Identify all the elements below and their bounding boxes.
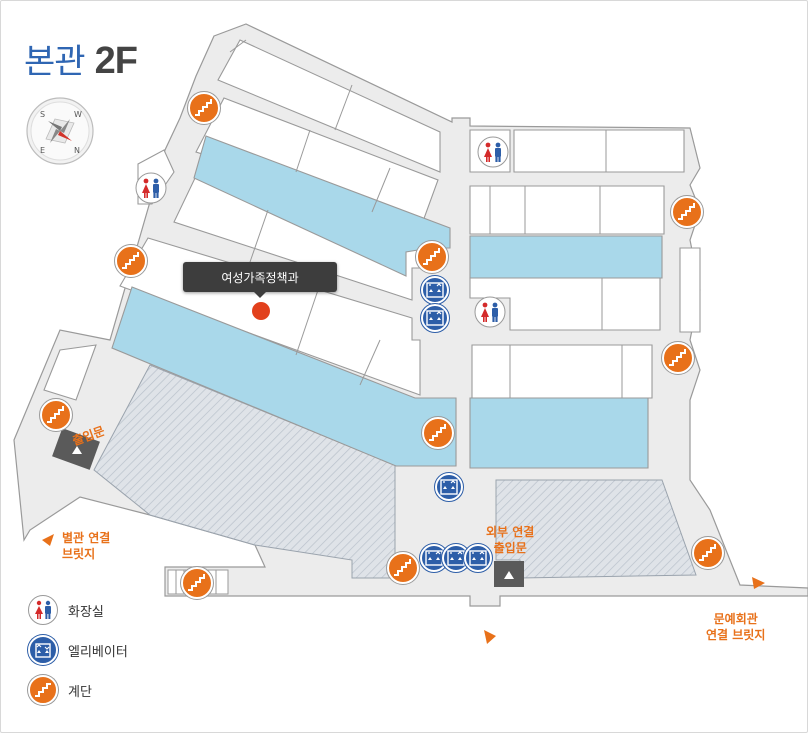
outer-entrance-label[interactable]: 외부 연결 출입문: [486, 524, 534, 556]
entrance-outer[interactable]: [494, 561, 524, 587]
stairs-icon[interactable]: [420, 415, 456, 451]
stairs-icon: [28, 675, 58, 705]
elevator-icon: [28, 635, 58, 665]
stairs-icon[interactable]: [38, 397, 74, 433]
legend-label-elevator: 엘리베이터: [68, 644, 128, 660]
outer-exit-arrow: [484, 630, 496, 644]
exit-arrows: [42, 534, 765, 644]
legend-label-restroom: 화장실: [68, 604, 104, 620]
restroom-icon[interactable]: [477, 136, 509, 168]
annex-bridge-line2: 브릿지: [62, 547, 96, 561]
stairs-icon[interactable]: [385, 550, 421, 586]
stairs-icon[interactable]: [690, 535, 726, 571]
outer-entrance-line2: 출입문: [493, 541, 527, 555]
culture-bridge-arrow: [752, 577, 765, 589]
room-tooltip-text: 여성가족정책과: [221, 270, 299, 285]
compass-icon: S W E N: [26, 97, 94, 165]
culture-bridge-label[interactable]: 문예회관 연결 브릿지: [706, 611, 765, 643]
annex-bridge-arrow: [42, 534, 54, 546]
location-marker[interactable]: [252, 302, 270, 320]
annex-bridge-line1: 별관 연결: [62, 531, 111, 545]
building-name: 본관: [24, 42, 86, 82]
compass-letter-s: S: [40, 110, 45, 119]
elevator-icon[interactable]: [419, 302, 451, 334]
open-atrium: [93, 364, 697, 579]
partitions: [229, 39, 623, 398]
elevator-icon[interactable]: [419, 274, 451, 306]
culture-bridge-line1: 문예회관: [713, 612, 758, 626]
restroom-icon: [28, 595, 58, 625]
elevator-icon[interactable]: [433, 471, 465, 503]
stairs-icon[interactable]: [660, 340, 696, 376]
outer-entrance-line1: 외부 연결: [486, 525, 535, 539]
compass-letter-e: E: [40, 146, 45, 155]
restroom-icon[interactable]: [474, 296, 506, 328]
legend-item-stairs: 계단: [28, 670, 128, 710]
entrance-main[interactable]: [52, 428, 100, 470]
compass-letter-n: N: [74, 146, 80, 155]
legend-item-restroom: 화장실: [28, 590, 128, 630]
stairs-icon[interactable]: [113, 243, 149, 279]
stairs-icon[interactable]: [186, 90, 222, 126]
page-title: 본관 2F: [24, 34, 138, 83]
floor-name: 2F: [94, 40, 138, 82]
compass-letter-w: W: [74, 110, 82, 119]
legend: 화장실 엘리베이터 계단: [28, 590, 128, 710]
office-rooms-blue: [111, 135, 663, 469]
stairs-icon[interactable]: [414, 239, 450, 275]
restroom-icon[interactable]: [135, 172, 167, 204]
legend-label-stairs: 계단: [68, 684, 92, 700]
stairs-icon[interactable]: [669, 194, 705, 230]
stairs-icon[interactable]: [179, 565, 215, 601]
room-tooltip: 여성가족정책과: [183, 262, 337, 298]
culture-bridge-line2: 연결 브릿지: [706, 628, 766, 642]
annex-bridge-label[interactable]: 별관 연결 브릿지: [62, 530, 110, 562]
legend-item-elevator: 엘리베이터: [28, 630, 128, 670]
